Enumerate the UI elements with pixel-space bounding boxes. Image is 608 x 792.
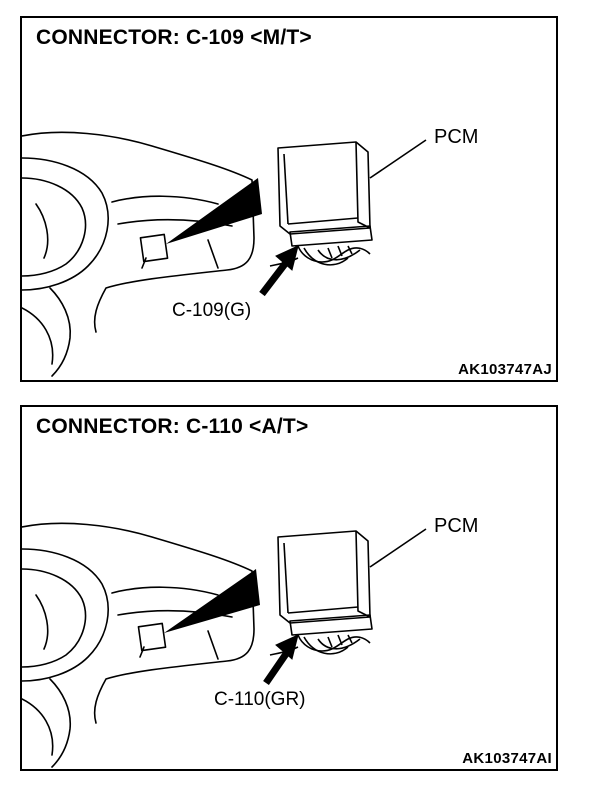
connector-location-block <box>137 622 167 652</box>
pcm-label: PCM <box>434 126 479 148</box>
steering-wheel-outline <box>22 548 109 682</box>
pcm-connector-strip <box>289 614 373 636</box>
figure-id: AK103747AJ <box>458 361 552 378</box>
dashboard-pcm-illustration <box>22 131 427 377</box>
panel-title: CONNECTOR: C-110 <A/T> <box>36 415 309 438</box>
pcm-connector-strip <box>289 225 373 247</box>
steering-wheel-outline <box>22 157 109 291</box>
connector-arrow <box>259 245 299 297</box>
connector-c110-panel: CONNECTOR: C-110 <A/T> <box>20 405 558 771</box>
dashboard-outline <box>22 131 255 333</box>
connector-c109-panel: CONNECTOR: C-109 <M/T> <box>20 16 558 382</box>
pcm-leader-line <box>369 139 427 179</box>
location-pointer-wedge <box>166 178 262 244</box>
pcm-leader-line <box>369 528 427 568</box>
connector-arrow <box>263 634 299 685</box>
dashboard-outline <box>22 522 255 724</box>
figure-id: AK103747AI <box>462 750 552 767</box>
panel-title: CONNECTOR: C-109 <M/T> <box>36 26 312 49</box>
location-pointer-wedge <box>164 569 260 633</box>
connector-label: C-109(G) <box>172 300 252 321</box>
pcm-label: PCM <box>434 515 479 537</box>
connector-label: C-110(GR) <box>214 689 306 710</box>
dashboard-pcm-illustration <box>22 522 427 768</box>
connector-location-block <box>139 233 169 263</box>
